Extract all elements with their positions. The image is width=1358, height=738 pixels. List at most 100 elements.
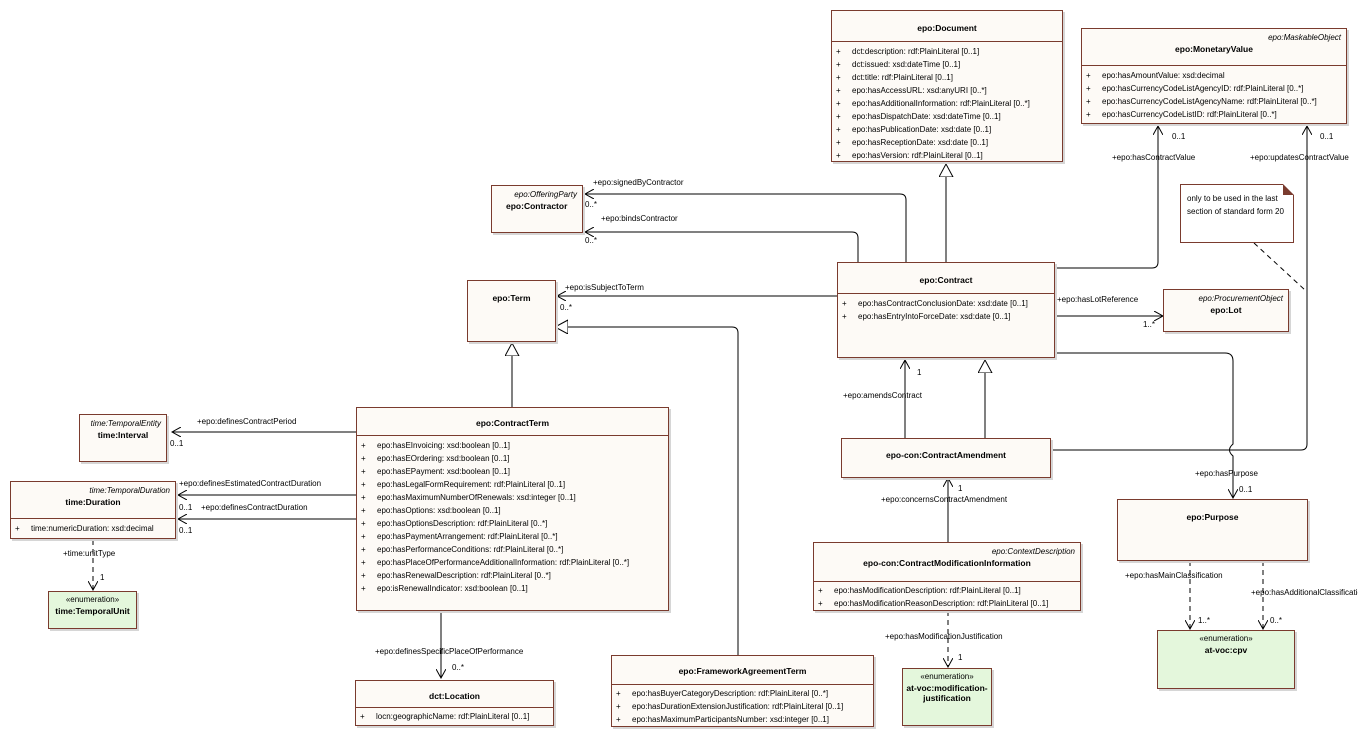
label-is-subject-to-term: +epo:isSubjectToTerm <box>565 283 644 292</box>
attribute: +epo:hasMaximumNumberOfRenewals: xsd:int… <box>361 493 576 502</box>
label-duration-multiplicity: 0..1 <box>179 526 193 535</box>
attribute: +epo:hasAdditionalInformation: rdf:Plain… <box>836 99 1030 108</box>
attribute: +epo:hasAccessURL: xsd:anyURI [0..*] <box>836 86 987 95</box>
class-stereotype: epo:ContextDescription <box>991 547 1075 556</box>
attribute: +epo:hasModificationReasonDescription: r… <box>818 599 1049 608</box>
label-has-purpose: +epo:hasPurpose <box>1195 469 1258 478</box>
class-interval[interactable]: time:TemporalEntity time:Interval <box>79 414 167 462</box>
attribute: +time:numericDuration: xsd:decimal <box>15 524 154 533</box>
attribute: +epo:hasOptionsDescription: rdf:PlainLit… <box>361 519 548 528</box>
attribute: +dct:issued: xsd:dateTime [0..1] <box>836 60 961 69</box>
class-stereotype: time:TemporalDuration <box>89 486 170 495</box>
label-justification-multiplicity: 1 <box>958 653 963 662</box>
label-defines-contract-duration: +epo:definesContractDuration <box>201 503 308 512</box>
class-stereotype: «enumeration» <box>65 595 120 604</box>
class-title: time:Interval <box>97 430 149 440</box>
attribute: +epo:hasVersion: rdf:PlainLiteral [0..1] <box>836 151 983 160</box>
class-contract-term[interactable]: epo:ContractTerm +epo:hasEInvoicing: xsd… <box>356 407 669 611</box>
attribute: +epo:hasMaximumParticipantsNumber: xsd:i… <box>616 715 829 724</box>
label-main-multiplicity: 1..* <box>1198 616 1211 625</box>
enum-cpv[interactable]: «enumeration» at-voc:cpv <box>1157 630 1295 689</box>
enum-modification-justification[interactable]: «enumeration» at-voc:modification-justif… <box>902 668 992 726</box>
label-has-contract-value: +epo:hasContractValue <box>1112 153 1196 162</box>
label-signed-multiplicity: 0..* <box>585 200 598 209</box>
class-title: epo:Purpose <box>1186 512 1239 522</box>
attribute: +epo:hasBuyerCategoryDescription: rdf:Pl… <box>616 689 829 698</box>
class-stereotype: epo:MaskableObject <box>1268 33 1341 42</box>
label-contract-value-multiplicity: 0..1 <box>1172 132 1186 141</box>
class-term[interactable]: epo:Term <box>467 280 556 342</box>
class-contractor[interactable]: epo:OfferingParty epo:Contractor <box>491 185 583 233</box>
class-title: dct:Location <box>429 691 480 701</box>
attribute: +epo:hasPaymentArrangement: rdf:PlainLit… <box>361 532 558 541</box>
has-purpose-line <box>1055 352 1233 498</box>
attribute: +epo:hasCurrencyCodeListID: rdf:PlainLit… <box>1086 110 1277 119</box>
class-title: epo-con:ContractModificationInformation <box>863 558 1031 568</box>
class-contract[interactable]: epo:Contract +epo:hasContractConclusionD… <box>837 262 1055 358</box>
class-title: epo-con:ContractAmendment <box>886 450 1006 460</box>
class-contract-modification-information[interactable]: epo:ContextDescription epo-con:ContractM… <box>813 542 1081 611</box>
class-framework-agreement-term[interactable]: epo:FrameworkAgreementTerm +epo:hasBuyer… <box>611 655 874 727</box>
label-defines-estimated-duration: +epo:definesEstimatedContractDuration <box>179 479 322 488</box>
has-contract-value-line <box>1055 126 1158 269</box>
label-signed-by-contractor: +epo:signedByContractor <box>593 178 684 187</box>
label-has-lot-reference: +epo:hasLotReference <box>1057 295 1139 304</box>
attribute: +epo:hasLegalFormRequirement: rdf:PlainL… <box>361 480 566 489</box>
label-binds-multiplicity: 0..* <box>585 236 598 245</box>
label-unit-multiplicity: 1 <box>100 573 105 582</box>
label-has-modification-justification: +epo:hasModificationJustification <box>885 632 1003 641</box>
label-period-multiplicity: 0..1 <box>170 439 184 448</box>
enum-temporal-unit[interactable]: «enumeration» time:TemporalUnit <box>48 591 137 629</box>
class-monetary-value[interactable]: epo:MaskableObject epo:MonetaryValue +ep… <box>1081 28 1347 124</box>
attribute: +epo:hasPerformanceConditions: rdf:Plain… <box>361 545 564 554</box>
class-title: epo:Term <box>492 293 531 303</box>
class-title: time:Duration <box>65 497 121 507</box>
label-lot-multiplicity: 1..* <box>1143 320 1156 329</box>
framework-generalization <box>555 327 739 655</box>
attribute: +epo:isRenewalIndicator: xsd:boolean [0.… <box>361 584 528 593</box>
class-duration[interactable]: time:TemporalDuration time:Duration +tim… <box>10 481 176 539</box>
class-document[interactable]: epo:Document +dct:description: rdf:Plain… <box>831 10 1063 162</box>
attribute: +dct:title: rdf:PlainLiteral [0..1] <box>836 73 953 82</box>
label-place-multiplicity: 0..* <box>452 663 465 672</box>
attribute: +epo:hasDispatchDate: xsd:dateTime [0..1… <box>836 112 1001 121</box>
class-lot[interactable]: epo:ProcurementObject epo:Lot <box>1163 289 1289 332</box>
class-stereotype: epo:ProcurementObject <box>1198 294 1284 303</box>
class-stereotype: time:TemporalEntity <box>90 419 161 428</box>
label-defines-contract-period: +epo:definesContractPeriod <box>197 417 297 426</box>
label-has-main-classification: +epo:hasMainClassification <box>1125 571 1223 580</box>
label-unit-type: +time:unitType <box>63 549 116 558</box>
class-stereotype: epo:OfferingParty <box>514 190 577 199</box>
note-fold-icon <box>1283 184 1294 195</box>
attribute: +epo:hasPublicationDate: xsd:date [0..1] <box>836 125 992 134</box>
attribute: +epo:hasDurationExtensionJustification: … <box>616 702 844 711</box>
attribute: +dct:description: rdf:PlainLiteral [0..1… <box>836 47 980 56</box>
attribute: +epo:hasEntryIntoForceDate: xsd:date [0.… <box>842 312 1011 321</box>
class-purpose[interactable]: epo:Purpose <box>1117 499 1308 561</box>
label-subject-multiplicity: 0..* <box>560 303 573 312</box>
label-defines-specific-place: +epo:definesSpecificPlaceOfPerformance <box>375 647 524 656</box>
class-title: epo:Lot <box>1210 305 1242 315</box>
label-binds-contractor: +epo:bindsContractor <box>601 214 678 223</box>
attribute: +locn:geographicName: rdf:PlainLiteral [… <box>360 712 530 721</box>
class-title: epo:ContractTerm <box>475 418 550 428</box>
note-standard-form: only to be used in the last section of s… <box>1180 184 1294 243</box>
class-title: epo:FrameworkAgreementTerm <box>678 666 807 676</box>
attribute: +epo:hasOptions: xsd:boolean [0..1] <box>361 506 501 515</box>
attribute: +epo:hasPlaceOfPerformanceAdditionalInfo… <box>361 558 630 567</box>
class-location[interactable]: dct:Location +locn:geographicName: rdf:P… <box>355 680 554 726</box>
class-stereotype: «enumeration» <box>1199 634 1253 643</box>
attribute: +epo:hasAmountValue: xsd:decimal <box>1086 71 1225 80</box>
label-additional-multiplicity: 0..* <box>1270 616 1283 625</box>
label-amends-multiplicity: 1 <box>917 368 922 377</box>
label-updates-multiplicity: 0..1 <box>1320 132 1334 141</box>
attribute: +epo:hasContractConclusionDate: xsd:date… <box>842 299 1028 308</box>
note-anchor-line <box>1253 242 1306 291</box>
class-title: at-voc:cpv <box>1204 645 1248 655</box>
class-title: epo:Contract <box>919 275 973 285</box>
label-concerns-contract-amendment: +epo:concernsContractAmendment <box>881 495 1008 504</box>
signed-by-contractor-line <box>585 194 907 262</box>
attribute: +epo:hasCurrencyCodeListAgencyID: rdf:Pl… <box>1086 84 1304 93</box>
class-contract-amendment[interactable]: epo-con:ContractAmendment <box>841 438 1051 478</box>
